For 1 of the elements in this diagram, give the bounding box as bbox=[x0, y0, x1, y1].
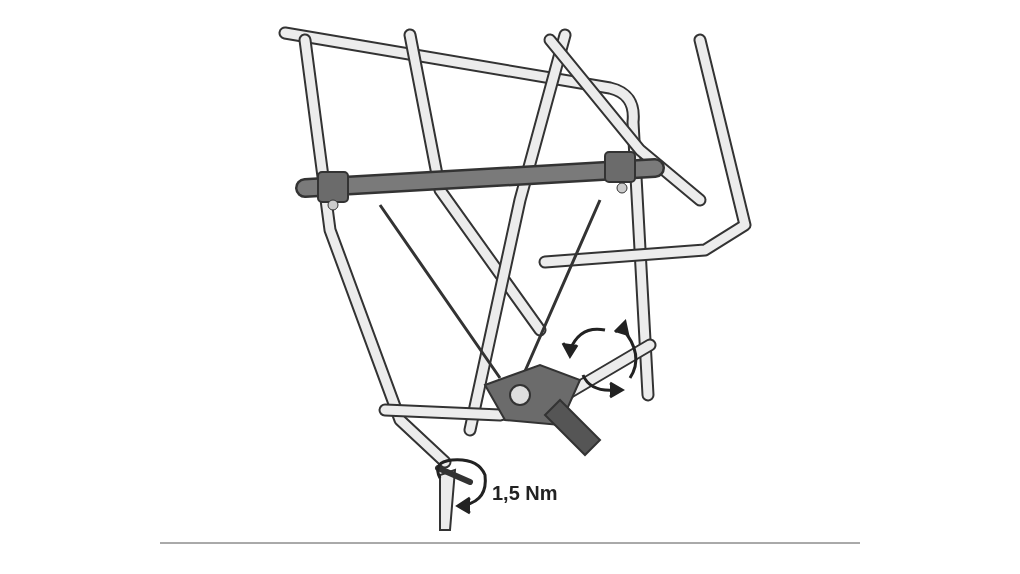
torque-value: 1,5 Nm bbox=[492, 481, 558, 506]
